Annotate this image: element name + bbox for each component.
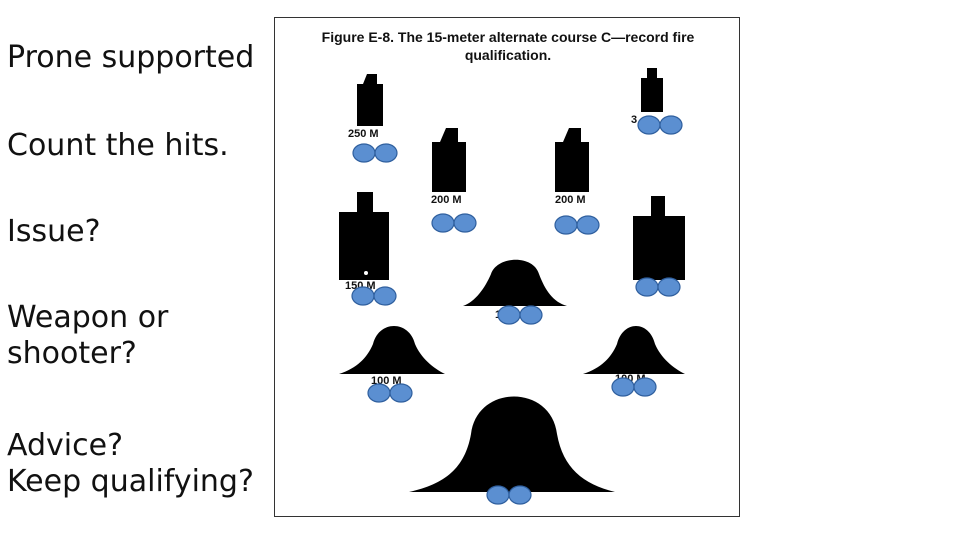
label-250m: 250 M <box>348 128 379 140</box>
target-300m: 3 <box>631 68 683 135</box>
bullet-weapon-or-shooter: Weapon or shooter? <box>7 300 169 371</box>
target-250m: 250 M <box>348 74 398 163</box>
bullet-count-hits: Count the hits. <box>7 128 229 163</box>
target-200m-right: 200 M <box>554 128 600 235</box>
target-bell-100m-left: 100 M <box>339 326 445 403</box>
figure-title-line2: qualification. <box>464 47 552 63</box>
bullet-advice: Advice? Keep qualifying? <box>7 428 254 499</box>
figure-title: Figure E-8. The 15-meter alternate cours… <box>275 28 739 64</box>
hit-pair <box>554 215 600 235</box>
qualification-target-figure: Figure E-8. The 15-meter alternate cours… <box>274 17 740 517</box>
label-300m: 3 <box>631 114 637 126</box>
target-bell-center: 1 <box>463 259 567 325</box>
hit-pair <box>486 485 532 505</box>
bullet-issue: Issue? <box>7 214 101 249</box>
hit-pair <box>352 143 398 163</box>
figure-title-line1: Figure E-8. The 15-meter alternate cours… <box>321 29 695 45</box>
hit-pair <box>431 213 477 233</box>
hit-pair <box>351 286 397 306</box>
target-200m-left: 200 M <box>431 128 477 233</box>
label-200m-right: 200 M <box>555 194 586 206</box>
target-bell-100m-right: 100 M <box>583 326 685 397</box>
hit-pair <box>635 277 681 297</box>
target-150m: 150 M <box>339 192 397 306</box>
target-150m-right <box>633 196 685 297</box>
target-bell-large <box>409 396 615 505</box>
label-200m-left: 200 M <box>431 194 462 206</box>
hit-pair <box>367 383 413 403</box>
target-silhouettes: 250 M 3 200 M 200 <box>339 68 685 505</box>
bullet-prone-supported: Prone supported <box>7 40 255 75</box>
hit-pair <box>497 305 543 325</box>
hit-pair <box>637 115 683 135</box>
hit-pair <box>611 377 657 397</box>
